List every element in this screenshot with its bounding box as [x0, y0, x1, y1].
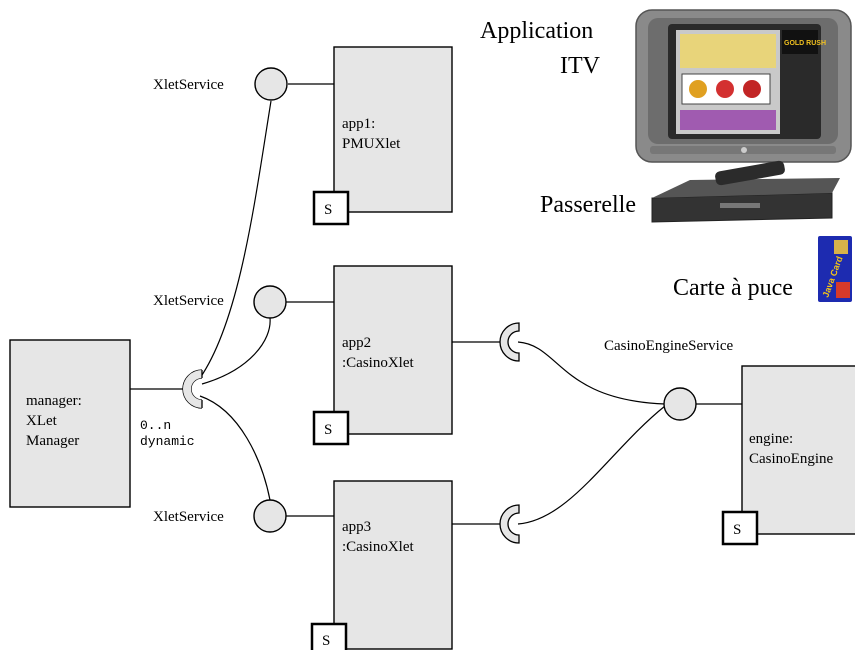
carte-label: Carte à puce [673, 275, 793, 301]
xletservice-1-ball [254, 67, 288, 101]
connections [130, 83, 742, 525]
stb-display [720, 203, 760, 208]
reel-symbol-1 [689, 80, 707, 98]
manager-box [9, 339, 131, 508]
remote-control [715, 160, 785, 186]
application-label: Application ITV [480, 18, 601, 79]
manager-socket-body [183, 370, 202, 408]
app2-port-s-label: S [324, 422, 332, 438]
xletservice-2-label: XletService [153, 293, 224, 309]
wire-manager-to-xletservice-1 [199, 100, 272, 379]
xletservice-1-label: XletService [153, 77, 224, 93]
engine-name-line2: CasinoEngine [749, 451, 833, 467]
casinoengineservice-ball [663, 387, 697, 421]
app2-name-line2: :CasinoXlet [342, 355, 414, 371]
tv-illustration: GOLD RUSH [635, 9, 852, 163]
application-line1: Application [480, 18, 593, 44]
manager-socket-inner [190, 377, 203, 401]
passerelle-label: Passerelle [540, 192, 636, 218]
slot-base [680, 110, 776, 130]
component-app1: app1: PMUXlet S [312, 46, 453, 226]
socket-app2 [499, 322, 520, 362]
app1-box [333, 46, 453, 213]
component-app2: app2 :CasinoXlet S [312, 265, 453, 446]
app3-port-s [310, 622, 348, 650]
app3-box [333, 480, 453, 650]
lollipop-xletservice-2: XletService [153, 285, 287, 319]
casinoengineservice-label: CasinoEngineService [604, 338, 733, 354]
gold-rush-logo: GOLD RUSH [784, 40, 826, 47]
app2-name-line1: app2 [342, 335, 371, 351]
smart-card-illustration: Carte à puce Java Card [673, 236, 852, 302]
app3-name-line1: app3 [342, 519, 371, 535]
engine-name-line1: engine: [749, 431, 793, 447]
wire-app2-to-engine [517, 341, 666, 405]
app1-name-line1: app1: [342, 116, 375, 132]
stb-top [652, 178, 840, 198]
app1-port-s [312, 190, 350, 226]
app1-name-line2: PMUXlet [342, 136, 401, 152]
app2-socket-body [499, 322, 520, 362]
multiplicity-line1: 0..n [140, 418, 171, 433]
engine-box [741, 365, 855, 535]
wire-manager-to-xletservice-3 [199, 395, 271, 501]
socket-manager: 0..n dynamic [140, 369, 203, 449]
lollipop-casinoengineservice: CasinoEngineService [604, 338, 733, 421]
gold-rush-logo-bg [782, 30, 818, 54]
component-manager: manager: XLet Manager [9, 339, 131, 508]
wire-manager-to-xletservice-2 [201, 317, 271, 385]
reel-symbol-2 [716, 80, 734, 98]
engine-port-s [721, 510, 759, 546]
java-card-stripe [836, 282, 850, 298]
manager-name-line2: XLet [26, 413, 58, 429]
xletservice-3-ball [253, 499, 287, 533]
slot-paytable [680, 34, 776, 68]
manager-name-line1: manager: [26, 393, 82, 409]
tv-power-button [741, 147, 747, 153]
multiplicity-line2: dynamic [140, 434, 195, 449]
app2-port-s [312, 410, 350, 446]
manager-name-line3: Manager [26, 433, 79, 449]
app3-port-s-label: S [322, 633, 330, 649]
lollipop-xletservice-3: XletService [153, 499, 287, 533]
engine-port-s-label: S [733, 522, 741, 538]
application-line2: ITV [560, 53, 601, 79]
java-card-chip [834, 240, 848, 254]
xletservice-3-label: XletService [153, 509, 224, 525]
socket-app3 [499, 504, 520, 544]
app1-port-s-label: S [324, 202, 332, 218]
lollipop-xletservice-1: XletService [153, 67, 288, 101]
reel-symbol-3 [743, 80, 761, 98]
app2-box [333, 265, 453, 435]
component-app3: app3 :CasinoXlet S [310, 480, 453, 650]
app3-socket-body [499, 504, 520, 544]
app3-name-line2: :CasinoXlet [342, 539, 414, 555]
xletservice-2-ball [253, 285, 287, 319]
set-top-box-illustration: Passerelle [540, 160, 840, 223]
wire-app3-to-engine [517, 405, 666, 525]
component-engine: engine: CasinoEngine S [721, 365, 855, 546]
